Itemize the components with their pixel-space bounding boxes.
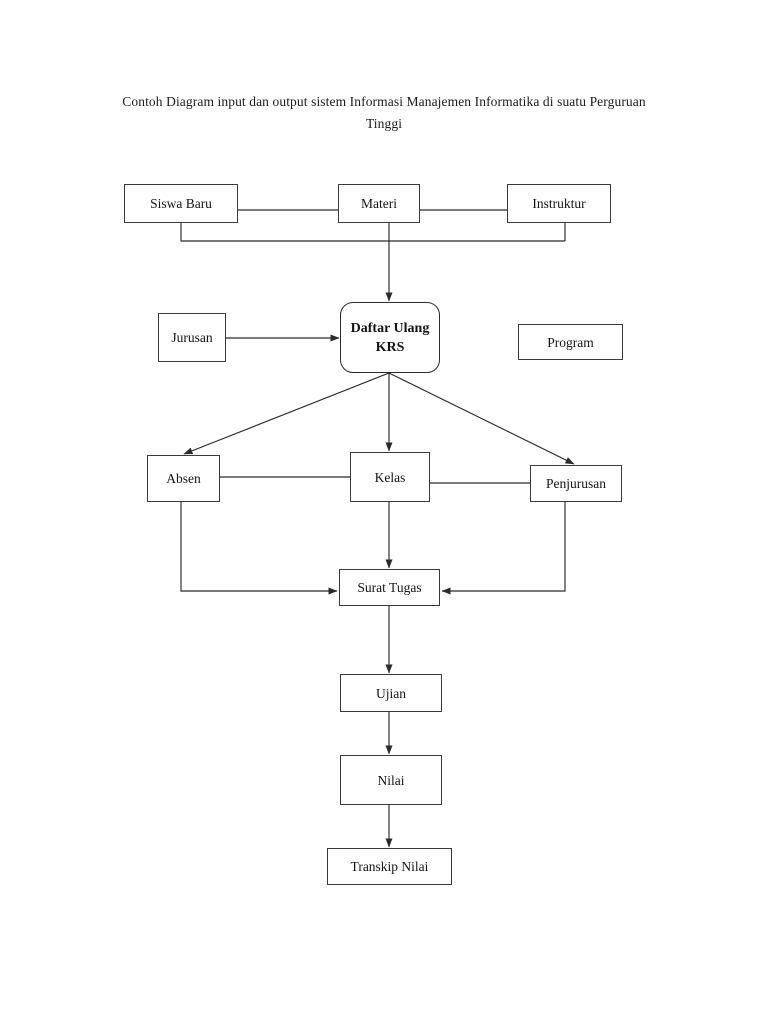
node-label-daftar-ulang-krs: Daftar Ulang KRS bbox=[350, 320, 430, 355]
page-title-line-2: Perguruan Tinggi bbox=[365, 94, 646, 131]
node-ujian[interactable]: Ujian bbox=[340, 674, 442, 712]
page-title-line-1: Contoh Diagram input dan output sistem I… bbox=[122, 94, 587, 109]
node-siswa-baru[interactable]: Siswa Baru bbox=[124, 184, 238, 223]
page-title: Contoh Diagram input dan output sistem I… bbox=[114, 91, 654, 135]
node-label-siswa-baru: Siswa Baru bbox=[150, 196, 212, 211]
edge-daftar-ulang-absen bbox=[183, 372, 390, 455]
node-instruktur[interactable]: Instruktur bbox=[507, 184, 611, 223]
edge-daftar-ulang-penjurusan bbox=[388, 372, 575, 465]
node-label-program: Program bbox=[547, 334, 594, 350]
node-daftar-ulang-krs[interactable]: Daftar Ulang KRS bbox=[340, 302, 440, 373]
node-kelas[interactable]: Kelas bbox=[350, 452, 430, 502]
node-nilai[interactable]: Nilai bbox=[340, 755, 442, 805]
edge-penjurusan-surat-tugas bbox=[441, 502, 566, 595]
node-program[interactable]: Program bbox=[518, 324, 623, 360]
node-label-jurusan: Jurusan bbox=[171, 330, 213, 345]
node-label-surat-tugas: Surat Tugas bbox=[357, 580, 422, 595]
node-label-ujian: Ujian bbox=[376, 685, 406, 701]
node-penjurusan[interactable]: Penjurusan bbox=[530, 465, 622, 502]
node-label-kelas: Kelas bbox=[374, 469, 406, 485]
node-label-penjurusan: Penjurusan bbox=[546, 476, 606, 491]
node-label-nilai: Nilai bbox=[377, 772, 405, 788]
node-label-absen: Absen bbox=[166, 471, 201, 486]
node-label-transkip-nilai: Transkip Nilai bbox=[350, 859, 429, 874]
node-transkip-nilai[interactable]: Transkip Nilai bbox=[327, 848, 452, 885]
edge-absen-surat-tugas bbox=[180, 502, 338, 595]
node-label-materi: Materi bbox=[361, 196, 397, 211]
node-absen[interactable]: Absen bbox=[147, 455, 220, 502]
node-label-instruktur: Instruktur bbox=[532, 196, 586, 211]
edge-siswa-baru-bus bbox=[180, 223, 565, 242]
node-jurusan[interactable]: Jurusan bbox=[158, 313, 226, 362]
node-surat-tugas[interactable]: Surat Tugas bbox=[339, 569, 440, 606]
node-materi[interactable]: Materi bbox=[338, 184, 420, 223]
